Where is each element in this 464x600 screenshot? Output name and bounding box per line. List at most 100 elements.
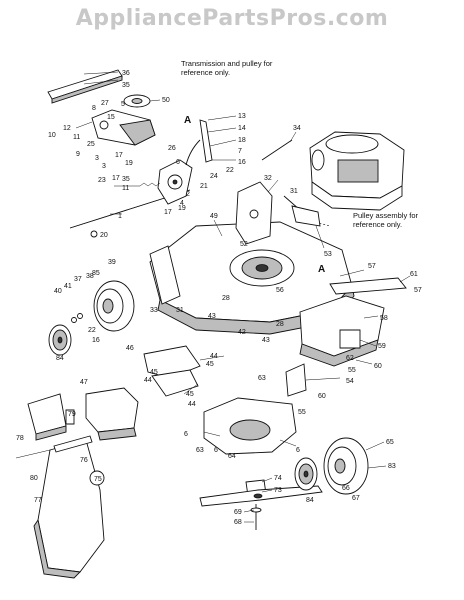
callout-22: 22 xyxy=(226,167,234,174)
callout-6a: 6 xyxy=(176,159,180,166)
callout-45c: 45 xyxy=(150,369,158,376)
callout-38: 38 xyxy=(86,273,94,280)
callout-10: 10 xyxy=(48,132,56,139)
callout-45: 45 xyxy=(206,361,214,368)
callout-42: 42 xyxy=(238,329,246,336)
callout-51: 31 xyxy=(290,188,298,195)
callout-44c: 44 xyxy=(188,401,196,408)
callout-35: 35 xyxy=(122,82,130,89)
callout-18: 18 xyxy=(238,137,246,144)
callout-44: 44 xyxy=(210,353,218,360)
callout-27: 27 xyxy=(101,100,109,107)
callout-26: 26 xyxy=(168,145,176,152)
rear-baffle-33 xyxy=(149,245,181,305)
callout-46: 46 xyxy=(126,345,134,352)
leader-lines xyxy=(83,71,411,523)
callout-60: 60 xyxy=(374,363,382,370)
callout-15: 15 xyxy=(107,114,115,121)
callout-73: 73 xyxy=(274,487,282,494)
callout-76: 76 xyxy=(80,457,88,464)
front-wheel-right xyxy=(323,437,369,495)
axle-spring-11 xyxy=(139,182,161,187)
callout-17c: 17 xyxy=(164,209,172,216)
callout-40: 40 xyxy=(54,288,62,295)
pulley-note: Pulley assembly for reference only. xyxy=(353,211,419,229)
callout-35b: 35 xyxy=(122,176,130,183)
bracket-61 xyxy=(329,277,407,295)
callout-62: 62 xyxy=(346,355,354,362)
callout-50: 50 xyxy=(162,97,170,104)
callout-57b: 57 xyxy=(414,287,422,294)
callout-8: 8 xyxy=(92,105,96,112)
callout-36: 36 xyxy=(122,70,130,77)
callout-1: 1 xyxy=(118,213,122,220)
callout-16: 16 xyxy=(238,159,246,166)
engine xyxy=(309,131,405,211)
view-marker-a-2: A xyxy=(318,264,325,275)
callout-37: 37 xyxy=(74,276,82,283)
rear-door-bracket-59 xyxy=(339,329,361,349)
mulch-plug-45 xyxy=(151,369,199,397)
callout-54: 54 xyxy=(346,378,354,385)
callout-24: 24 xyxy=(210,173,218,180)
callout-74: 74 xyxy=(274,475,282,482)
side-deflector-47 xyxy=(85,387,139,441)
callout-43: 43 xyxy=(208,313,216,320)
callout-19b: 19 xyxy=(178,205,186,212)
callout-6b: 6 xyxy=(184,431,188,438)
callout-19a: 19 xyxy=(125,160,133,167)
bolt-20 xyxy=(90,230,98,238)
rear-deflector-rod xyxy=(47,69,123,104)
hub-cap-84-right xyxy=(294,457,318,491)
callout-5: 5 xyxy=(121,101,125,108)
callout-33: 33 xyxy=(150,307,158,314)
callout-23: 23 xyxy=(98,177,106,184)
bag-frame-78-79 xyxy=(27,393,75,441)
callout-65: 65 xyxy=(386,439,394,446)
callout-75: 75 xyxy=(94,476,102,483)
callout-17b: 17 xyxy=(112,175,120,182)
callout-59: 59 xyxy=(378,343,386,350)
callout-45b: 45 xyxy=(186,391,194,398)
callout-52: 52 xyxy=(240,241,248,248)
callout-47: 47 xyxy=(80,379,88,386)
callout-44b: 44 xyxy=(144,377,152,384)
callout-61: 61 xyxy=(410,271,418,278)
callout-4: 4 xyxy=(180,200,184,207)
callout-41: 41 xyxy=(64,283,72,290)
callout-39: 39 xyxy=(108,259,116,266)
callout-84b: 84 xyxy=(306,497,314,504)
callout-3b: 3 xyxy=(102,163,106,170)
callout-63b: 63 xyxy=(196,447,204,454)
callout-84: 84 xyxy=(56,355,64,362)
callout-13: 13 xyxy=(238,113,246,120)
callout-32: 32 xyxy=(264,175,272,182)
shift-bracket xyxy=(157,159,193,205)
callout-28: 28 xyxy=(222,295,230,302)
callout-12: 12 xyxy=(63,125,71,132)
callout-67: 67 xyxy=(352,495,360,502)
callout-43b: 43 xyxy=(262,337,270,344)
callout-21: 21 xyxy=(200,183,208,190)
transmission-note: Transmission and pulley for reference on… xyxy=(181,59,273,77)
callout-77: 77 xyxy=(34,497,42,504)
callout-20: 20 xyxy=(100,232,108,239)
callout-25: 25 xyxy=(87,141,95,148)
callout-6c: 6 xyxy=(296,447,300,454)
callout-9: 9 xyxy=(76,151,80,158)
callout-3: 3 xyxy=(95,155,99,162)
callout-labels: 36 35 50 5 27 8 15 12 10 11 25 9 3 17 19… xyxy=(16,70,422,526)
callout-6d: 6 xyxy=(214,447,218,454)
blade-bolt-68-69 xyxy=(250,504,262,530)
callout-64: 64 xyxy=(228,453,236,460)
callout-55a: 55 xyxy=(348,367,356,374)
callout-78: 78 xyxy=(16,435,24,442)
callout-14: 14 xyxy=(238,125,246,132)
callout-49: 49 xyxy=(210,213,218,220)
callout-28b: 28 xyxy=(276,321,284,328)
callout-34: 34 xyxy=(293,125,301,132)
hub-cap-84-left xyxy=(48,324,72,356)
callout-69: 69 xyxy=(234,509,242,516)
callout-55b: 55 xyxy=(298,409,306,416)
